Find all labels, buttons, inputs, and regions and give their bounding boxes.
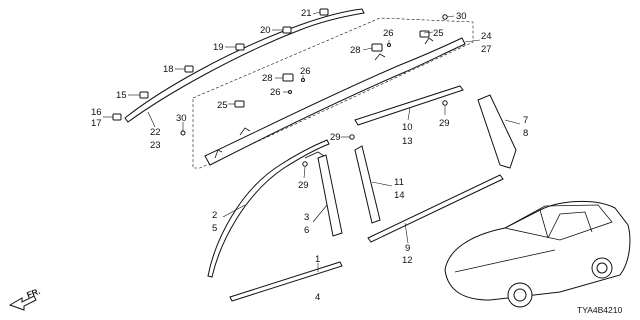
- front-pillar-garnish-part: [304, 151, 343, 237]
- callout-15: 15: [116, 90, 127, 101]
- front-direction-arrow: [8, 295, 37, 311]
- callout-22: 22: [150, 127, 161, 138]
- callout-4: 4: [315, 292, 320, 303]
- callout-26-mid: 26: [300, 66, 311, 77]
- clip-15: [139, 91, 149, 99]
- callout-13: 13: [402, 136, 413, 147]
- clip-29-left: [302, 161, 308, 167]
- rear-upper-molding-part: [354, 85, 464, 126]
- roof-rail-group-frame: [192, 17, 474, 169]
- front-door-lower-molding-part: [229, 261, 343, 302]
- clip-21: [319, 8, 329, 16]
- callout-6: 6: [304, 225, 309, 236]
- callout-1: 1: [315, 254, 320, 265]
- callout-30-lower: 30: [176, 113, 187, 124]
- callout-23: 23: [150, 140, 161, 151]
- a-pillar-molding-part: [207, 139, 330, 278]
- callout-16: 16: [91, 107, 102, 118]
- callout-30-upper: 30: [456, 11, 467, 22]
- screw-30-lower: [180, 130, 186, 136]
- direction-label: FR.: [25, 286, 41, 300]
- roof-molding-part: [124, 8, 365, 123]
- callout-24: 24: [481, 31, 492, 42]
- callout-5: 5: [212, 223, 217, 234]
- vehicle-illustration: [444, 200, 631, 308]
- callout-21: 21: [301, 8, 312, 19]
- callout-25-upper: 25: [433, 28, 444, 39]
- callout-29-right: 29: [439, 118, 450, 129]
- callout-10: 10: [402, 122, 413, 133]
- callout-26-upper: 26: [383, 28, 394, 39]
- leader-lines: [103, 11, 521, 272]
- callout-2: 2: [212, 210, 217, 221]
- rear-quarter-garnish-part: [477, 94, 517, 169]
- callout-labels: 21 20 19 18 15 16 17 22 23 30 25 26 28 2…: [91, 8, 528, 303]
- callout-14: 14: [394, 190, 405, 201]
- callout-28-upper: 28: [350, 45, 361, 56]
- diagram-code: TYA4B4210: [577, 305, 622, 315]
- clip-20: [282, 26, 292, 34]
- callout-12: 12: [402, 255, 413, 266]
- clip-29-mid: [349, 134, 355, 140]
- callout-9: 9: [405, 243, 410, 254]
- clip-19: [235, 43, 245, 51]
- clip-28-lower: [282, 73, 294, 82]
- roof-rail-part: [204, 37, 466, 166]
- clip-16: [112, 113, 122, 121]
- callout-26-lower: 26: [270, 87, 281, 98]
- clip-29-right: [442, 100, 448, 106]
- callout-11: 11: [394, 177, 404, 188]
- clip-25-lower: [234, 100, 245, 108]
- callout-29-mid: 29: [330, 132, 341, 143]
- callout-29-left: 29: [298, 180, 309, 191]
- callout-7: 7: [523, 115, 528, 126]
- clip-25-upper: [419, 30, 430, 38]
- callout-20: 20: [260, 25, 271, 36]
- rear-pillar-garnish-part: [354, 145, 381, 224]
- callout-25-lower: 25: [217, 100, 228, 111]
- callout-19: 19: [213, 42, 224, 53]
- callout-8: 8: [523, 128, 528, 139]
- rear-door-lower-molding-part: [367, 174, 504, 243]
- screw-30-upper: [442, 14, 448, 20]
- callout-3: 3: [304, 212, 309, 223]
- clip-18: [184, 65, 194, 73]
- callout-28-lower: 28: [262, 73, 273, 84]
- callout-17: 17: [91, 118, 102, 129]
- callout-27: 27: [481, 44, 492, 55]
- callout-18: 18: [163, 64, 174, 75]
- clip-28-upper: [371, 43, 383, 52]
